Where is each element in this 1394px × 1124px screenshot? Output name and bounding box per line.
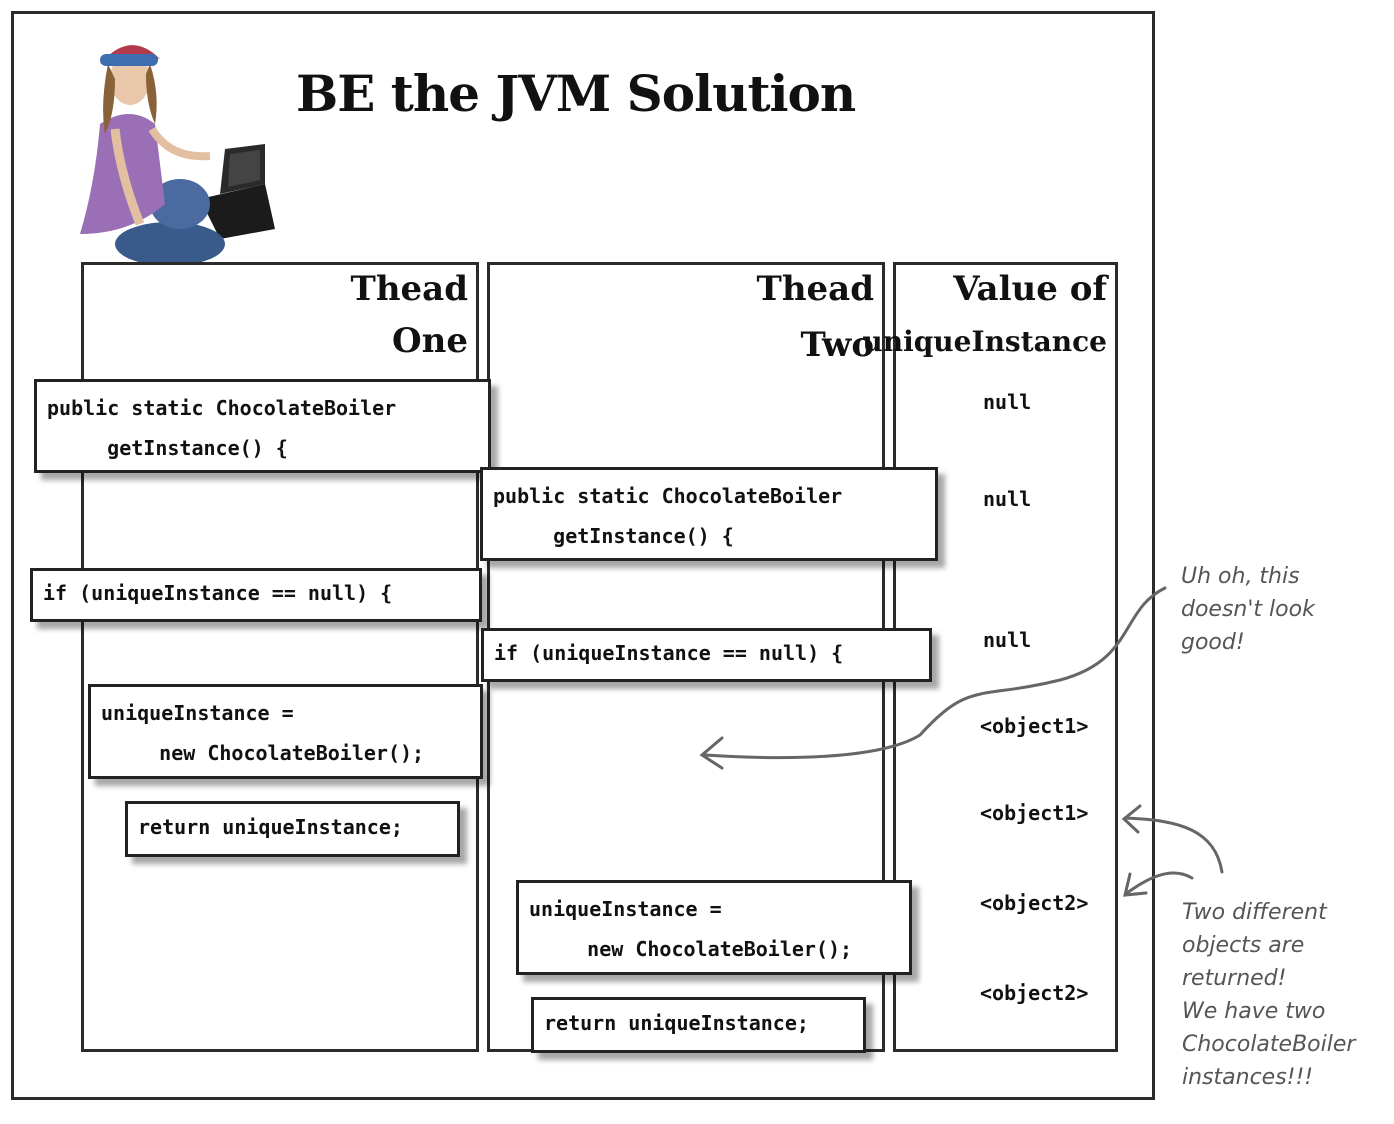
result-arrow-object1	[1123, 816, 1224, 874]
note-line: returned!	[1182, 966, 1287, 991]
code-line: public static ChocolateBoiler	[47, 396, 397, 420]
meditating-person-illustration	[80, 45, 275, 266]
value-header-line2: uniqueInstance	[862, 325, 1107, 358]
thread-two-header-line1: Thead	[756, 269, 874, 309]
value-step-1: null	[983, 390, 1032, 414]
value-column: Value of uniqueInstance	[862, 262, 1118, 1052]
code-line: uniqueInstance =	[101, 701, 294, 725]
page-frame	[11, 11, 1155, 1100]
thread-two-if-block: if (uniqueInstance == null) {	[481, 628, 932, 682]
code-line: return uniqueInstance;	[544, 1011, 809, 1035]
thread-two-header-line2: Two	[800, 325, 874, 365]
result-arrow-object2	[1125, 871, 1194, 895]
note-line: Uh oh, this	[1181, 564, 1300, 589]
thread-one-assign-block: uniqueInstance = new ChocolateBoiler();	[88, 684, 483, 779]
value-step-7: <object2>	[980, 981, 1089, 1005]
note-line: good!	[1181, 630, 1245, 655]
note-line: doesn't look	[1181, 597, 1315, 622]
result-arrowhead-object1-icon	[1121, 804, 1142, 834]
thread-two-return-block: return uniqueInstance;	[531, 997, 866, 1053]
thread-two-assign-block: uniqueInstance = new ChocolateBoiler();	[516, 880, 912, 975]
warning-arrowhead-icon	[699, 736, 724, 770]
value-step-4: <object1>	[980, 714, 1089, 738]
code-line: if (uniqueInstance == null) {	[494, 641, 844, 665]
thread-one-header-line2: One	[392, 321, 468, 361]
result-note: Two different objects are returned! We h…	[1182, 896, 1355, 1094]
code-line: new ChocolateBoiler();	[539, 937, 853, 961]
note-line: We have two	[1182, 999, 1326, 1024]
thread-two-getinstance-block: public static ChocolateBoiler getInstanc…	[480, 467, 938, 561]
value-step-3: null	[983, 628, 1032, 652]
code-line: uniqueInstance =	[529, 897, 722, 921]
code-line: return uniqueInstance;	[138, 815, 403, 839]
code-line: public static ChocolateBoiler	[493, 484, 843, 508]
note-line: ChocolateBoiler	[1182, 1032, 1356, 1057]
result-arrowhead-object2-icon	[1123, 872, 1148, 897]
code-line: getInstance() {	[505, 524, 734, 548]
note-line: objects are	[1182, 933, 1305, 958]
value-step-5: <object1>	[980, 801, 1089, 825]
warning-arrow	[703, 586, 1167, 760]
code-line: getInstance() {	[59, 436, 288, 460]
code-line: if (uniqueInstance == null) {	[43, 581, 393, 605]
note-line: Two different	[1182, 900, 1327, 925]
thread-one-return-block: return uniqueInstance;	[125, 801, 460, 857]
thread-one-getinstance-block: public static ChocolateBoiler getInstanc…	[34, 379, 491, 473]
value-header-line1: Value of	[953, 269, 1107, 309]
page-title: BE the JVM Solution	[296, 64, 856, 123]
note-line: instances!!!	[1182, 1065, 1314, 1090]
value-step-2: null	[983, 487, 1032, 511]
warning-note: Uh oh, this doesn't look good!	[1181, 560, 1315, 659]
thread-one-if-block: if (uniqueInstance == null) {	[30, 568, 482, 622]
code-line: new ChocolateBoiler();	[111, 741, 425, 765]
value-step-6: <object2>	[980, 891, 1089, 915]
thread-one-header-line1: Thead	[350, 269, 468, 309]
